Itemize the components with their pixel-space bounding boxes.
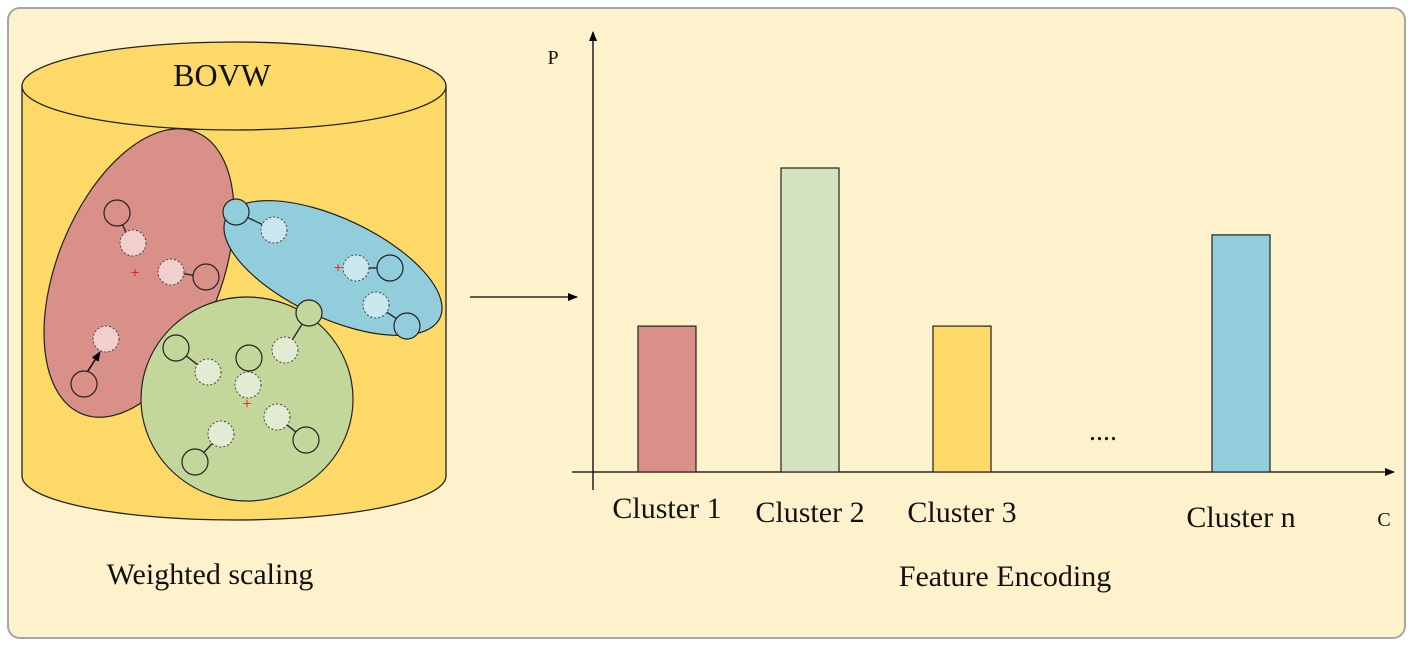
bar-1 [637,325,697,473]
feature-point-faded [194,358,222,386]
feature-point [393,312,421,340]
feature-point [222,198,250,226]
connector-arrow [85,351,101,375]
feature-point-faded [271,336,299,364]
feature-point-faded [207,420,235,448]
feature-point-faded [234,371,262,399]
red-cluster-points: + [70,199,220,398]
weighted-scaling-caption: Weighted scaling [107,558,314,591]
feature-point [162,334,190,362]
bar-4 [1211,234,1271,473]
cylinder-label: BOVW [173,57,272,93]
feature-point-faded [157,258,185,286]
bars: Cluster 1 Cluster 2 Cluster 3 Cluster n [612,167,1296,534]
feature-point [103,199,131,227]
centroid-marker: + [242,396,251,413]
centroid-marker: + [333,260,342,277]
cylinder-top [21,41,447,131]
category-label: Cluster 1 [612,492,721,525]
feature-encoding-chart: P C Cluster 1 Cluster 2 Cluster 3 Cluster n… [547,31,1395,593]
blue-cluster-points: + [222,198,421,340]
feature-point [181,448,209,476]
y-axis-label: P [547,47,558,69]
feature-point-faded [260,216,288,244]
centroid-marker: + [130,265,139,282]
feature-point-faded [342,254,370,282]
bar-3 [932,325,992,473]
feature-point [292,426,320,454]
bar-2 [780,167,840,473]
category-label: Cluster n [1186,501,1295,534]
feature-point [376,254,404,282]
x-axis-label: C [1377,509,1390,531]
ellipsis-label: .... [1089,416,1117,447]
green-cluster-points: + [162,299,323,476]
feature-point [295,299,323,327]
feature-point [235,344,263,372]
feature-encoding-caption: Feature Encoding [899,560,1111,593]
category-label: Cluster 3 [907,496,1016,529]
feature-point-faded [263,403,291,431]
feature-point-faded [119,229,147,257]
feature-point [70,370,98,398]
feature-point [192,263,220,291]
feature-point-faded [362,291,390,319]
category-label: Cluster 2 [755,496,864,529]
feature-point-faded [92,325,120,353]
